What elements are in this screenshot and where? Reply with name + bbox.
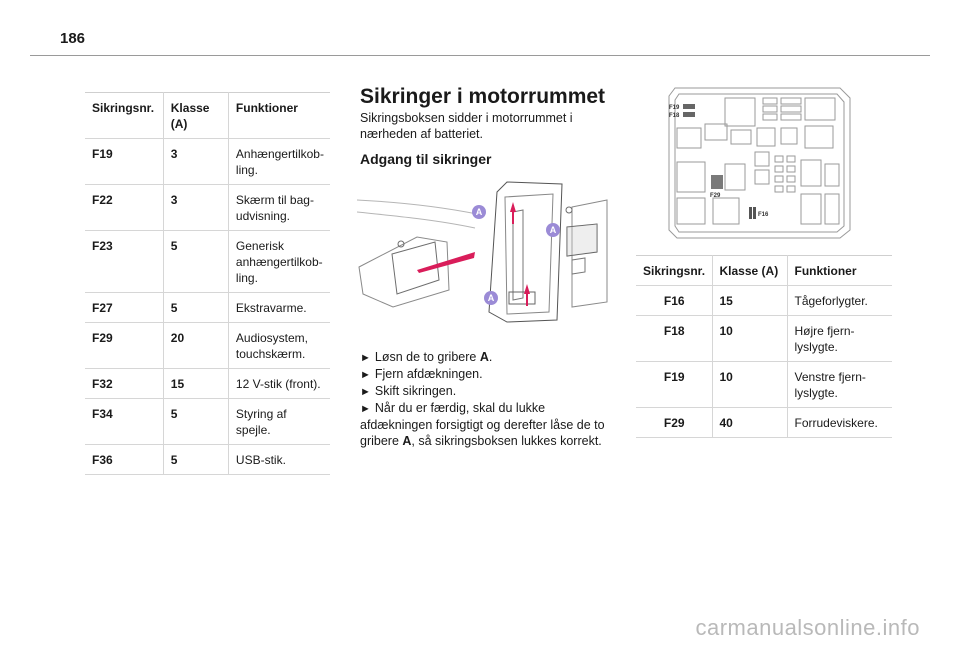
fuse-function: Tågeforlygter.	[787, 285, 892, 316]
fuse-number: F16	[636, 285, 713, 316]
fuse-number: F22	[85, 184, 164, 231]
header-fuse-no: Sikringsnr.	[636, 255, 713, 286]
fuse-number: F29	[85, 322, 164, 369]
header-functions: Funktioner	[787, 255, 892, 286]
fuse-rating: 5	[163, 398, 229, 445]
section-title: Sikringer i motorrummet	[360, 85, 606, 108]
fuse-function: Højre fjern-lyslygte.	[787, 315, 892, 362]
fuse-number: F27	[85, 292, 164, 323]
step-marker-icon: ►	[360, 403, 371, 415]
fuse-function: Venstre fjern-lyslygte.	[787, 361, 892, 408]
fuse-number: F32	[85, 368, 164, 399]
clip-label: A	[550, 225, 557, 235]
instruction-step: ►Når du er færdig, skal du lukke afdækni…	[360, 401, 605, 448]
instruction-step: ►Skift sikringen.	[360, 384, 457, 398]
step-marker-icon: ►	[360, 369, 371, 381]
top-rule	[30, 55, 930, 56]
fuse-number: F29	[636, 407, 713, 438]
section-intro: Sikringsboksen sidder i motorrummet i næ…	[360, 111, 573, 141]
fuse-rating: 15	[163, 368, 229, 399]
release-arrow-icon	[524, 284, 530, 306]
instruction-list: ►Løsn de to gribere A. ►Fjern afdækninge…	[360, 349, 615, 449]
header-functions: Funktioner	[228, 92, 330, 139]
fuse-function: Skærm til bag-udvisning.	[228, 184, 330, 231]
fuse-function: Forrudeviskere.	[787, 407, 892, 438]
fuse-rating: 5	[163, 444, 229, 475]
header-rating: Klasse (A)	[712, 255, 788, 286]
watermark: carmanualsonline.info	[695, 615, 920, 640]
instruction-step: ►Løsn de to gribere A.	[360, 350, 493, 364]
fuse-label-f18: F18	[669, 113, 680, 119]
fuse-rating: 3	[163, 184, 229, 231]
fuse-rating: 5	[163, 230, 229, 293]
fuse-label-f19: F19	[669, 105, 680, 111]
clip-label: A	[488, 293, 495, 303]
step-marker-icon: ►	[360, 352, 371, 364]
subsection-title: Adgang til sikringer	[360, 151, 492, 167]
fuse-number: F19	[636, 361, 713, 408]
fuse-rating: 3	[163, 138, 229, 185]
fuse-number: F19	[85, 138, 164, 185]
instruction-step: ►Fjern afdækningen.	[360, 367, 483, 381]
fuse-label-f29: F29	[710, 193, 721, 199]
fuse-rating: 40	[712, 407, 788, 438]
step-marker-icon: ►	[360, 386, 371, 398]
header-rating: Klasse (A)	[163, 92, 229, 139]
fuse-function: USB-stik.	[228, 444, 330, 475]
fusebox-diagram: F19 F18 F29 F16	[668, 87, 851, 239]
clip-label: A	[476, 207, 483, 217]
fuse-number: F18	[636, 315, 713, 362]
fuse-function: Audiosystem, touchskærm.	[228, 322, 330, 369]
fuse-rating: 5	[163, 292, 229, 323]
fuse-rating: 20	[163, 322, 229, 369]
page-number: 186	[60, 30, 86, 47]
fuse-function: 12 V-stik (front).	[228, 368, 330, 399]
fuse-rating: 15	[712, 285, 788, 316]
fuse-function: Ekstravarme.	[228, 292, 330, 323]
fuse-function: Anhængertilkob-ling.	[228, 138, 330, 185]
fuse-label-f16: F16	[758, 212, 769, 218]
fuse-function: Generisk anhængertilkob-ling.	[228, 230, 330, 293]
pointer-arrow	[417, 252, 475, 273]
release-arrow-icon	[510, 202, 516, 224]
fuse-rating: 10	[712, 315, 788, 362]
fuse-number: F34	[85, 398, 164, 445]
header-fuse-no: Sikringsnr.	[85, 92, 164, 139]
fuse-function: Styring af spejle.	[228, 398, 330, 445]
fuse-number: F36	[85, 444, 164, 475]
fuse-number: F23	[85, 230, 164, 293]
engine-fusebox-photo: A A A	[357, 181, 608, 323]
fuse-rating: 10	[712, 361, 788, 408]
